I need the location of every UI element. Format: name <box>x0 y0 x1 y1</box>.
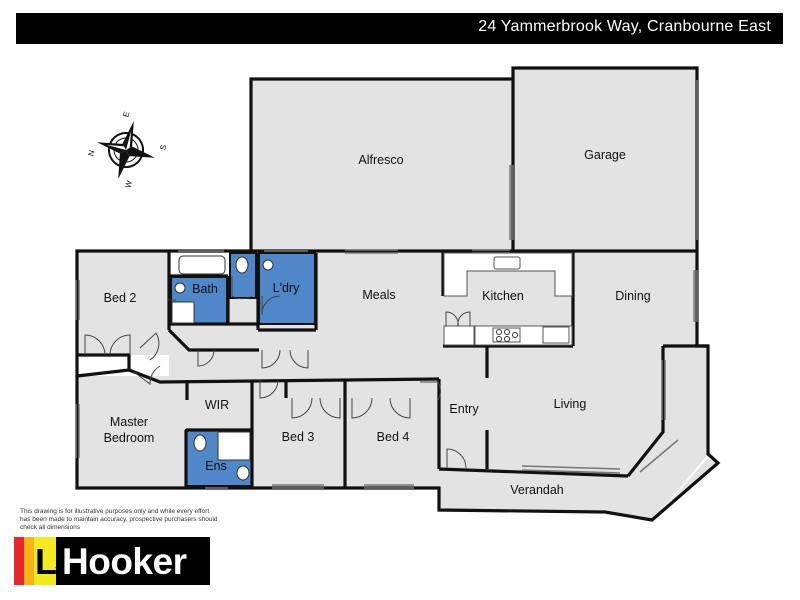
logo-name: Hooker <box>62 541 187 582</box>
label-dining: Dining <box>615 289 650 303</box>
ens-shower <box>217 431 251 461</box>
label-verandah: Verandah <box>510 483 564 497</box>
bath-shower <box>171 301 195 324</box>
property-address: 24 Yammerbrook Way, Cranbourne East <box>478 18 771 35</box>
label-master-line2: Bedroom <box>104 431 155 445</box>
floor-living <box>487 346 663 476</box>
label-meals: Meals <box>362 288 395 302</box>
wc <box>235 256 249 274</box>
floor-alfresco <box>251 79 513 251</box>
disclaimer-text: This drawing is for illustrative purpose… <box>20 508 218 531</box>
floor-fills <box>77 68 718 520</box>
compass-n: N <box>86 149 96 157</box>
fixtures <box>171 255 274 481</box>
bath-basin <box>174 282 186 294</box>
laundry-trough <box>262 259 274 271</box>
pantry <box>443 325 475 346</box>
floor-verandah <box>439 458 718 520</box>
powder-room-fill <box>229 252 257 299</box>
door-swings <box>84 276 471 469</box>
label-laundry: L'dry <box>273 281 300 295</box>
label-ens: Ens <box>205 459 227 473</box>
label-bed2: Bed 2 <box>104 291 137 305</box>
ens-wc <box>193 434 207 452</box>
bathtub <box>178 255 226 275</box>
lj-hooker-logo: LJ Hooker <box>14 537 210 585</box>
windows <box>75 80 698 489</box>
compass-letters: N E S W <box>86 111 168 189</box>
header-bar: 24 Yammerbrook Way, Cranbourne East <box>16 13 783 44</box>
kitchen-back-bench <box>443 252 573 297</box>
label-living: Living <box>554 397 587 411</box>
label-master-line1: Master <box>110 415 148 429</box>
logo-mark <box>14 537 56 585</box>
floor-bed2 <box>77 251 169 355</box>
label-alfresco: Alfresco <box>358 153 403 167</box>
compass-icon <box>97 121 155 179</box>
label-bed4: Bed 4 <box>377 430 410 444</box>
compass-e: E <box>121 111 131 118</box>
label-wir: WIR <box>205 398 229 412</box>
island-sink <box>542 326 570 344</box>
label-entry: Entry <box>449 402 479 416</box>
label-kitchen: Kitchen <box>482 289 524 303</box>
label-bath: Bath <box>192 282 218 296</box>
label-bed3: Bed 3 <box>282 430 315 444</box>
label-garage: Garage <box>584 148 626 162</box>
floor-entry <box>439 376 487 469</box>
cooktop <box>492 327 521 343</box>
compass-w: W <box>123 179 134 189</box>
sink <box>493 256 521 270</box>
room-labels: Alfresco Garage Bed 2 Bath L'dry Meals K… <box>104 148 651 497</box>
floor-garage <box>513 68 697 252</box>
compass-s: S <box>158 144 168 151</box>
cooktop-burners <box>496 329 518 342</box>
floor-bay <box>628 346 708 518</box>
ens-basin <box>236 465 250 481</box>
logo-mark-text: LJ <box>35 541 75 582</box>
kitchen-benches <box>443 252 573 346</box>
floor-bedroom-wing <box>77 376 439 488</box>
